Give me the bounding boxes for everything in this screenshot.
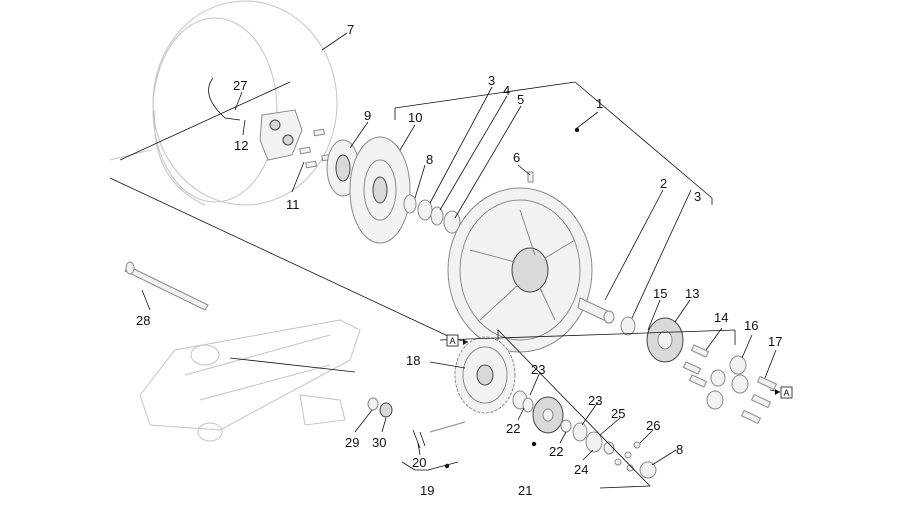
callout-15: 15 — [653, 286, 667, 301]
callout-27: 27 — [233, 78, 247, 93]
callout-6: 6 — [513, 150, 520, 165]
callout-3: 3 — [488, 73, 495, 88]
callout-23: 23 — [588, 393, 602, 408]
svg-text:A: A — [449, 336, 455, 346]
swingarm — [139, 319, 361, 442]
callout-9: 9 — [364, 108, 371, 123]
callout-28: 28 — [136, 313, 150, 328]
callout-22: 22 — [549, 444, 563, 459]
callout-16: 16 — [744, 318, 758, 333]
callout-22: 22 — [506, 421, 520, 436]
callout-5: 5 — [517, 92, 524, 107]
reference-dots — [444, 127, 580, 469]
callout-18: 18 — [406, 353, 420, 368]
svg-text:A: A — [783, 388, 789, 398]
callout-23: 23 — [531, 362, 545, 377]
callout-11: 11 — [286, 197, 300, 212]
callout-4: 4 — [503, 83, 510, 98]
callout-14: 14 — [714, 310, 728, 325]
callout-8: 8 — [426, 152, 433, 167]
callout-20: 20 — [412, 455, 426, 470]
ref-mark-a-left: A — [446, 334, 469, 347]
callout-3: 3 — [694, 189, 701, 204]
callout-10: 10 — [408, 110, 422, 125]
callout-19: 19 — [420, 483, 434, 498]
hub-spacers — [403, 194, 461, 234]
callout-12: 12 — [234, 138, 248, 153]
callout-7: 7 — [347, 22, 354, 37]
callout-29: 29 — [345, 435, 359, 450]
sprocket-studs — [682, 344, 778, 425]
axle-shaft — [124, 261, 209, 311]
callout-1: 1 — [596, 96, 603, 111]
leader-lines — [141, 32, 777, 466]
brake-caliper — [208, 77, 303, 161]
chain-adjusters — [412, 421, 466, 449]
callout-13: 13 — [685, 286, 699, 301]
rear-rim — [447, 187, 593, 353]
sprocket-carrier-parts — [512, 390, 657, 479]
cush-drive-hub — [646, 317, 684, 363]
rear-sprocket — [454, 336, 516, 414]
callout-24: 24 — [574, 462, 588, 477]
axle-nut-washer — [367, 397, 393, 418]
callout-8: 8 — [676, 442, 683, 457]
brake-disc — [349, 136, 411, 244]
callout-21: 21 — [518, 483, 532, 498]
valve — [527, 171, 534, 183]
ref-mark-a-right: A — [769, 386, 793, 399]
callout-labels: 1 2 3 3 4 5 6 7 8 8 9 10 11 12 13 14 15 … — [136, 22, 782, 498]
callout-2: 2 — [660, 176, 667, 191]
callout-17: 17 — [768, 334, 782, 349]
rear-tire — [109, 0, 338, 206]
assembly-outlines — [109, 81, 736, 489]
callout-26: 26 — [646, 418, 660, 433]
callout-25: 25 — [611, 406, 625, 421]
axle-bushing — [577, 297, 636, 336]
callout-30: 30 — [372, 435, 386, 450]
